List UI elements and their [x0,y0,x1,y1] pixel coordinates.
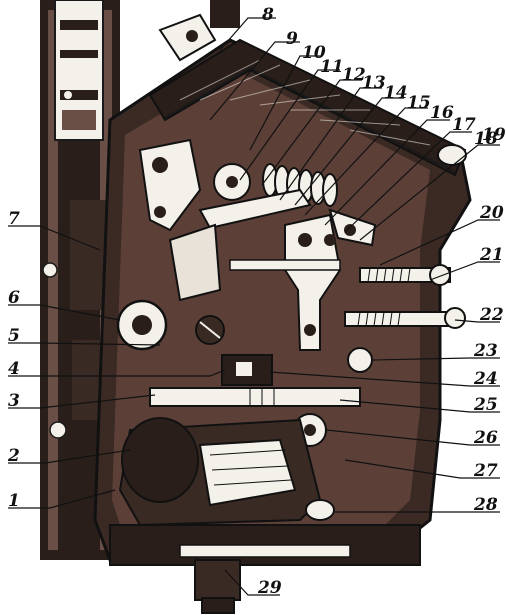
governor-spring [262,163,338,207]
callout-3: 3 [8,391,20,411]
callout-5: 5 [8,326,20,346]
callout-9: 9 [286,29,298,49]
callout-24: 24 [473,369,498,389]
adjusting-screws [344,264,466,329]
callout-27: 27 [473,461,498,481]
callout-22: 22 [479,305,504,325]
callout-28: 28 [473,495,498,515]
callout-12: 12 [342,65,366,85]
linkage-assembly [116,138,466,447]
callout-labels: 1 2 3 4 5 6 7 8 9 10 11 12 13 14 15 16 1… [7,5,506,598]
callout-14: 14 [384,83,408,103]
callout-21: 21 [479,245,504,265]
callout-4: 4 [8,359,20,379]
callout-8: 8 [261,5,274,25]
leader-lines [8,17,500,596]
callout-13: 13 [362,73,386,93]
callout-10: 10 [302,43,326,63]
callout-19: 19 [482,125,506,145]
callout-26: 26 [473,428,498,448]
callout-16: 16 [430,103,454,123]
callout-1: 1 [8,491,20,511]
callout-2: 2 [7,446,20,466]
flyweight-housing [109,417,421,614]
callout-20: 20 [479,203,504,223]
callout-11: 11 [320,57,344,77]
callout-6: 6 [8,288,20,308]
callout-17: 17 [452,115,476,135]
callout-15: 15 [407,93,431,113]
callout-7: 7 [8,209,20,229]
callout-23: 23 [473,341,498,361]
callout-25: 25 [473,395,498,415]
callout-29: 29 [257,578,282,598]
callout-18: 18 [474,129,498,149]
